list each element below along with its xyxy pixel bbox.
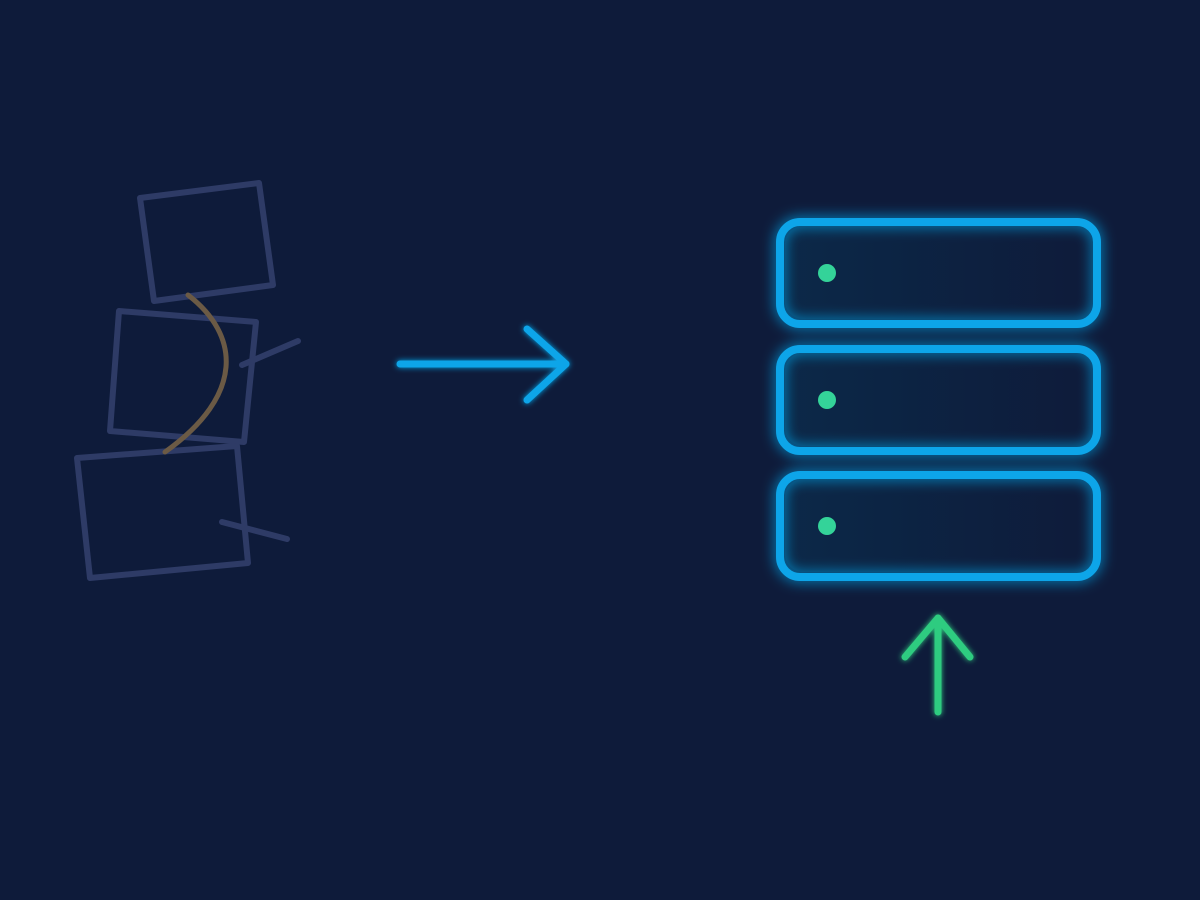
arrow-up-icon xyxy=(901,614,974,716)
status-dot-icon xyxy=(818,264,836,282)
server-unit-1 xyxy=(776,218,1101,328)
server-unit-3 xyxy=(776,471,1101,581)
server-unit-2 xyxy=(776,345,1101,455)
server-stack-icon xyxy=(776,218,1101,581)
messy-crack-curve xyxy=(162,292,229,455)
messy-box-top xyxy=(137,180,276,304)
messy-pile-icon xyxy=(74,180,301,581)
messy-box-bottom xyxy=(74,443,251,581)
messy-stick-lower xyxy=(219,519,290,542)
messy-stick-upper xyxy=(239,338,301,368)
status-dot-icon xyxy=(818,517,836,535)
status-dot-icon xyxy=(818,391,836,409)
arrow-right-icon xyxy=(396,325,570,404)
